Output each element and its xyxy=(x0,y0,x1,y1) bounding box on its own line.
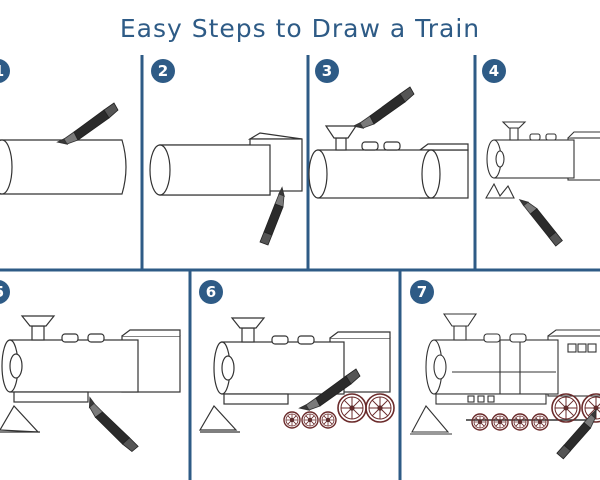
step-number: 7 xyxy=(417,283,427,301)
small-wheel-icon xyxy=(491,413,509,431)
step-badge-4: 4 xyxy=(482,59,506,83)
small-wheel-icon xyxy=(283,411,301,429)
step-number: 2 xyxy=(158,62,168,80)
step-3-drawing xyxy=(308,86,469,199)
step-6-drawing xyxy=(198,317,395,433)
large-wheel-icon xyxy=(365,393,395,423)
page-title: Easy Steps to Draw a Train xyxy=(119,14,481,43)
marker-pen-icon xyxy=(353,86,415,129)
small-wheel-icon xyxy=(531,413,549,431)
step-badge-6: 6 xyxy=(199,280,223,304)
step-badge-5: 5 xyxy=(0,280,10,304)
small-wheel-icon xyxy=(319,411,337,429)
step-number: 3 xyxy=(322,62,332,80)
large-wheel-icon xyxy=(337,393,367,423)
large-wheel-icon xyxy=(551,393,581,423)
step-badge-7: 7 xyxy=(410,280,434,304)
small-wheel-icon xyxy=(511,413,529,431)
marker-pen-icon xyxy=(508,197,571,249)
step-badge-1: 1 xyxy=(0,59,10,83)
step-badge-3: 3 xyxy=(315,59,339,83)
step-number: 5 xyxy=(0,283,4,301)
marker-pen-icon xyxy=(57,102,119,145)
marker-pen-icon xyxy=(87,390,140,459)
step-number: 1 xyxy=(0,62,4,80)
step-number: 4 xyxy=(489,62,499,80)
panel-dividers xyxy=(0,55,600,480)
small-wheel-icon xyxy=(471,413,489,431)
step-badge-2: 2 xyxy=(151,59,175,83)
step-4-drawing xyxy=(485,121,600,249)
step-2-drawing xyxy=(149,132,303,246)
step-5-drawing xyxy=(0,315,181,459)
small-wheel-icon xyxy=(301,411,319,429)
step-1-drawing xyxy=(0,102,127,195)
marker-pen-icon xyxy=(259,187,285,246)
step-7-drawing xyxy=(410,313,600,465)
step-number: 6 xyxy=(206,283,216,301)
